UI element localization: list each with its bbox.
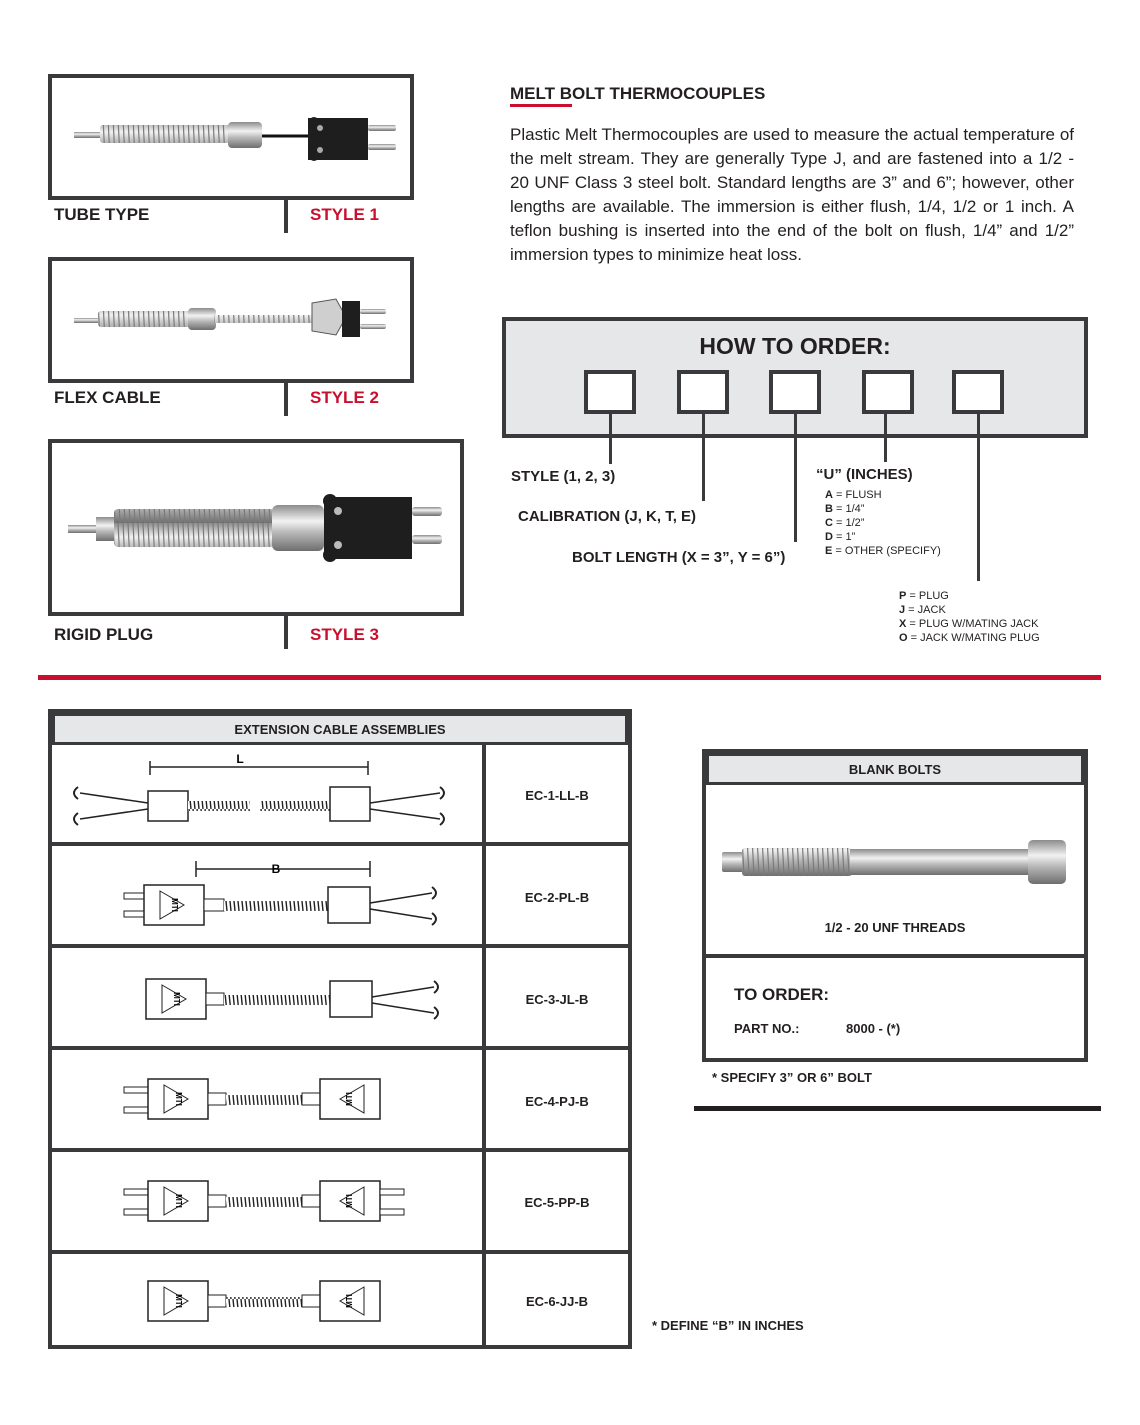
style2-number: STYLE 2 [310, 388, 379, 407]
ec3-drawing: MTI [145, 978, 439, 1020]
order-calibration-label: CALIBRATION (J, K, T, E) [518, 508, 697, 525]
leader-bolt-length [794, 414, 797, 542]
ec1-drawing: L [73, 752, 445, 826]
intro-title-underline [510, 104, 572, 107]
ec1-code: EC-1-LL-B [525, 788, 589, 803]
ec5-drawing: MTI MTI [123, 1180, 405, 1222]
style2-photo-frame [48, 257, 414, 383]
to-order-title: TO ORDER: [734, 985, 830, 1004]
style1-divider [284, 200, 288, 233]
mti-connector-label: MTI [345, 1294, 354, 1308]
define-b-footnote: * DEFINE “B” IN INCHES [652, 1318, 804, 1333]
order-style-label: STYLE (1, 2, 3) [511, 468, 616, 485]
ec5-code: EC-5-PP-B [524, 1195, 590, 1210]
order-u-label: “U” (INCHES) [816, 466, 913, 483]
mti-connector-label: MTI [174, 1092, 183, 1106]
dim-L-label: L [236, 752, 243, 766]
order-box-style[interactable] [584, 370, 636, 414]
tube-type-thermocouple-image [74, 117, 396, 161]
section-divider-red [38, 675, 1101, 680]
style2-name: FLEX CABLE [54, 388, 161, 407]
style2-divider [284, 383, 288, 416]
order-bolt-label: BOLT LENGTH (X = 3”, Y = 6”) [572, 549, 786, 566]
style1-photo-frame [48, 74, 414, 200]
how-to-order-title: HOW TO ORDER: [699, 333, 891, 359]
leader-calibration [702, 414, 705, 501]
mti-connector-label: MTI [172, 992, 181, 1006]
specify-bolt-footnote: * SPECIFY 3” OR 6” BOLT [712, 1070, 872, 1085]
ec4-drawing: MTI MTI [123, 1078, 381, 1120]
thread-spec: 1/2 - 20 UNF THREADS [824, 920, 966, 935]
mti-connector-label: MTI [170, 898, 179, 912]
mti-connector-label: MTI [345, 1194, 354, 1208]
blank-bolt-image [722, 840, 1066, 884]
rigid-plug-thermocouple-image [68, 494, 442, 562]
ec6-code: EC-6-JJ-B [525, 1294, 589, 1309]
style1-name: TUBE TYPE [54, 205, 150, 224]
style3-photo-frame [48, 439, 464, 616]
ec2-drawing: B MTI [123, 861, 437, 926]
mti-connector-label: MTI [174, 1194, 183, 1208]
intro-paragraph: Plastic Melt Thermocouples are used to m… [510, 125, 1074, 264]
ec4-code: EC-4-PJ-B [525, 1094, 589, 1109]
flex-cable-thermocouple-image [74, 298, 386, 337]
leader-u-inches [884, 414, 887, 462]
style3-number: STYLE 3 [310, 625, 379, 644]
order-box-termination[interactable] [952, 370, 1004, 414]
dim-B-label: B [272, 862, 281, 876]
mti-connector-label: MTI [174, 1294, 183, 1308]
u-options-list: A = FLUSH B = 1/4” C = 1/2” D = 1” E = O… [825, 489, 941, 557]
ext-row-line [52, 1148, 628, 1152]
ec3-code: EC-3-JL-B [525, 992, 589, 1007]
ext-row-line [52, 1046, 628, 1050]
leader-termination [977, 414, 980, 581]
ext-row-line [52, 1250, 628, 1254]
blank-bolts-divider [706, 954, 1084, 958]
ext-row-line [52, 944, 628, 948]
blank-bolts-header: BLANK BOLTS [706, 753, 1084, 785]
extension-table-header: EXTENSION CABLE ASSEMBLIES [52, 713, 628, 745]
order-box-u-inches[interactable] [862, 370, 914, 414]
termination-options-list: P = PLUG J = JACK X = PLUG W/MATING JACK… [899, 590, 1040, 644]
ec6-drawing: MTI MTI [147, 1280, 381, 1322]
ext-col-line [482, 745, 486, 1345]
blank-bolts-bottom-rule [694, 1106, 1101, 1111]
intro-title: MELT BOLT THERMOCOUPLES [510, 84, 766, 103]
order-box-calibration[interactable] [677, 370, 729, 414]
order-box-bolt-length[interactable] [769, 370, 821, 414]
style1-number: STYLE 1 [310, 205, 379, 224]
mti-connector-label: MTI [345, 1092, 354, 1106]
blank-bolts-panel [702, 749, 1088, 1062]
ext-row-line [52, 842, 628, 846]
style3-name: RIGID PLUG [54, 625, 154, 644]
ec2-code: EC-2-PL-B [524, 890, 590, 905]
part-no-label: PART NO.: [734, 1021, 800, 1036]
leader-style [609, 414, 612, 464]
style3-divider [284, 616, 288, 649]
part-no-value: 8000 - (*) [846, 1021, 901, 1036]
